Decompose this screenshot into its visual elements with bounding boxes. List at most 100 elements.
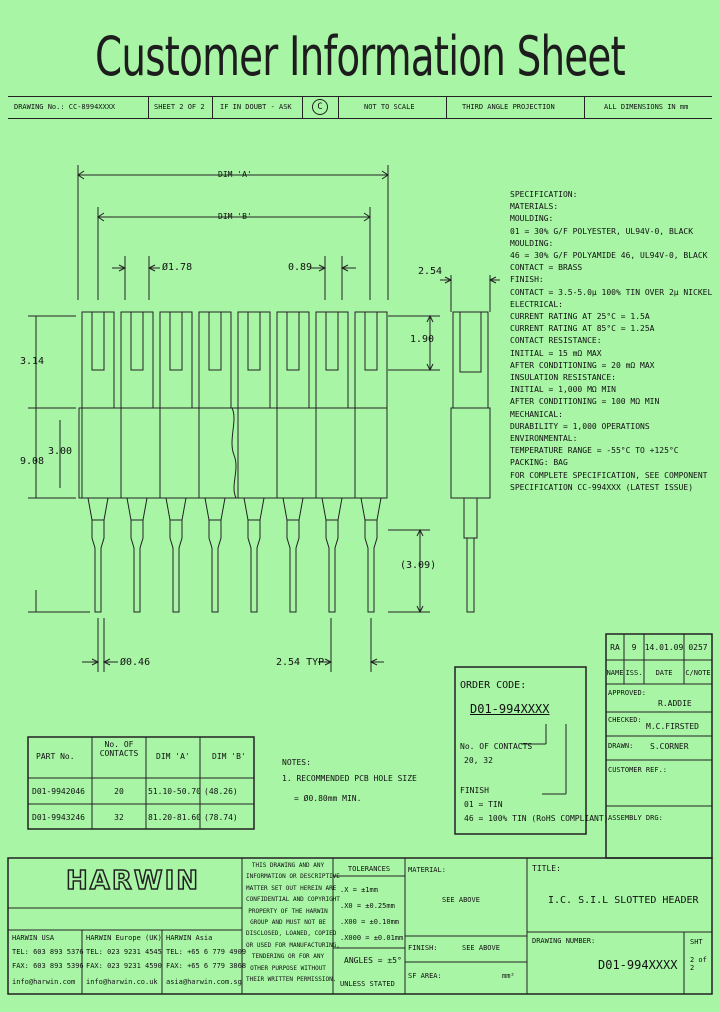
contact-tail: [360, 497, 382, 613]
contact-tail: [204, 497, 226, 613]
contact-housing: [354, 311, 388, 409]
rev-name: RA: [610, 643, 620, 652]
order-code: D01-994XXXX: [470, 702, 550, 716]
spec-line: SPECIFICATION CC-994XXX (LATEST ISSUE): [510, 482, 694, 492]
contact-housing: [81, 311, 115, 409]
rev-issue: 9: [631, 643, 637, 652]
rev-change-note: 0257: [688, 643, 708, 652]
finish-value: SEE ABOVE: [462, 944, 500, 952]
drawing-number: D01-994XXXX: [598, 958, 678, 972]
contact-slot: [208, 311, 222, 371]
part-table-cell: 20: [114, 787, 124, 796]
spec-line: DURABILITY = 1,000 OPERATIONS: [510, 421, 650, 431]
sf-area-label: SF AREA:: [408, 972, 442, 980]
drawing-number-label: DRAWING NUMBER:: [532, 937, 596, 945]
sf-area-unit: mm²: [502, 972, 515, 980]
confidential-line: MATTER SET OUT HEREIN ARE: [246, 884, 337, 892]
spec-line: CONTACT = BRASS: [510, 263, 583, 273]
contact-housing: [198, 311, 232, 409]
customer-ref-label: CUSTOMER REF.:: [608, 766, 668, 774]
spec-line: MOULDING:: [510, 238, 554, 248]
drawn-name: S.CORNER: [650, 742, 689, 751]
sheet-no: SHEET 2 OF 2: [154, 103, 205, 111]
dim-a-label: DIM 'A': [218, 170, 252, 179]
contact-slot: [325, 311, 339, 371]
order-code-label: ORDER CODE:: [460, 680, 527, 691]
asia-office-fax: FAX: +65 6 779 3868: [166, 962, 247, 970]
approved-label: APPROVED:: [608, 689, 646, 697]
spec-line: ENVIRONMENTAL:: [510, 434, 578, 443]
spec-line: SPECIFICATION:: [510, 190, 578, 199]
spec-line: ELECTRICAL:: [510, 299, 563, 309]
contact-tail: [126, 497, 148, 613]
usa-office-email: info@harwin.com: [12, 978, 76, 986]
spec-line: MOULDING:: [510, 214, 554, 224]
spec-line: MECHANICAL:: [510, 409, 563, 419]
rev-header: ISS.: [625, 669, 643, 677]
checked-name: M.C.FIRSTED: [646, 722, 699, 731]
spec-line: CONTACT RESISTANCE:: [510, 336, 602, 346]
tail-length-label: (3.09): [400, 560, 437, 571]
contact-housing: [276, 311, 310, 409]
rev-date: 14.01.09: [644, 643, 684, 652]
spec-line: INSULATION RESISTANCE:: [510, 373, 616, 382]
dim-b-header: DIM 'B': [212, 752, 246, 761]
contact-slot: [130, 311, 144, 371]
slot-label: 0.89: [288, 262, 313, 273]
asia-office-email: asia@harwin.com.sg: [166, 978, 242, 986]
header-divider: [212, 96, 213, 118]
part-table-cell: (78.74): [204, 813, 238, 822]
tolerance-line: .X000 = ±0.01mm: [340, 934, 404, 942]
europe-office-tel: TEL: 023 9231 4545: [86, 948, 162, 956]
units-note: ALL DIMENSIONS IN mm: [604, 103, 689, 111]
usa-office-name: HARWIN USA: [12, 934, 55, 942]
part-table-cell: 32: [114, 813, 124, 822]
notes-line: 1. RECOMMENDED PCB HOLE SIZE: [282, 774, 417, 783]
drawing-title: I.C. S.I.L SLOTTED HEADER: [548, 895, 699, 906]
tolerance-line: .X = ±1mm: [340, 886, 378, 894]
confidential-line: INFORMATION OR DESCRIPTIVE: [246, 873, 340, 881]
header-divider: [338, 96, 339, 118]
finish-label: FINISH:: [408, 944, 438, 952]
drawn-label: DRAWN:: [608, 742, 634, 750]
body-inner-label: 3.00: [48, 446, 73, 457]
contact-slot: [364, 311, 378, 371]
confidential-line: GROUP AND MUST NOT BE: [250, 919, 326, 926]
notes-line: = Ø0.80mm MIN.: [294, 794, 362, 803]
unless-stated: UNLESS STATED: [340, 980, 395, 988]
slot-depth-label: 1.90: [410, 334, 435, 345]
spec-line: AFTER CONDITIONING = 20 mΩ MAX: [510, 360, 655, 370]
title-label: TITLE:: [532, 864, 561, 873]
dim-b-label: DIM 'B': [218, 212, 252, 221]
header-divider: [446, 96, 447, 118]
harwin-logo: HARWIN: [65, 865, 201, 897]
top-height-label: 3.14: [20, 356, 45, 367]
asia-office-name: HARWIN Asia: [166, 934, 213, 942]
order-finish-option: 01 = TIN: [464, 800, 503, 809]
header-divider: [302, 96, 303, 118]
contact-slot: [286, 311, 300, 371]
spec-line: 01 = 30% G/F POLYESTER, UL94V-0, BLACK: [510, 226, 694, 236]
spec-line: PACKING: BAG: [510, 458, 568, 468]
assembly-drg-label: ASSEMBLY DRG:: [608, 814, 663, 822]
confidential-line: DISCLOSED, LOANED, COPIED: [246, 930, 337, 938]
contact-slot: [247, 311, 261, 371]
contact-slot: [91, 311, 105, 371]
scale-note: NOT TO SCALE: [364, 103, 415, 111]
dim-a-header: DIM 'A': [156, 752, 190, 761]
copyright-icon: C: [312, 99, 328, 115]
pitch-label: 2.54 TYP: [276, 657, 325, 668]
usa-office-tel: TEL: 603 893 5376: [12, 948, 84, 956]
contact-housing: [120, 311, 154, 409]
spec-line: MATERIALS:: [510, 202, 559, 212]
part-table-cell: D01-9942046: [32, 787, 85, 796]
contact-tail: [165, 497, 187, 613]
material-label: MATERIAL:: [408, 866, 446, 874]
header-top-line: [8, 96, 712, 97]
order-contacts-values: 20, 32: [464, 756, 493, 765]
header-divider: [148, 96, 149, 118]
order-contacts-label: No. OF CONTACTS: [460, 742, 533, 751]
spec-line: FOR COMPLETE SPECIFICATION, SEE COMPONEN…: [510, 470, 708, 480]
usa-office-fax: FAX: 603 893 5396: [12, 962, 84, 970]
